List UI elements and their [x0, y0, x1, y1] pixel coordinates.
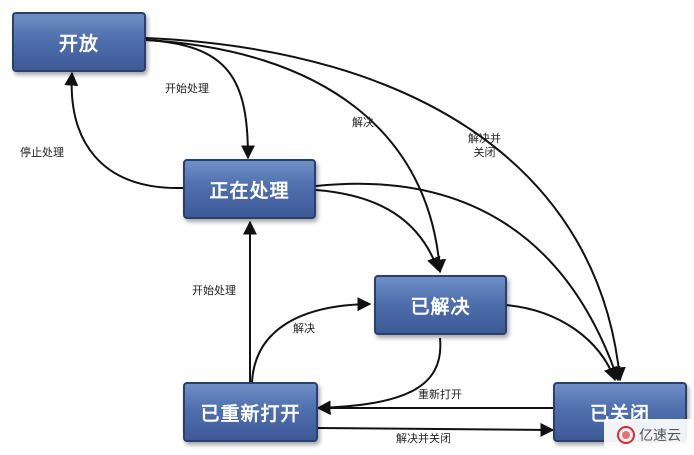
state-resolved: 已解决 — [374, 275, 507, 335]
edge-open-to-resolved — [145, 39, 447, 274]
edge-in-progress-to-closed — [315, 182, 621, 382]
edge-in-progress-to-open — [64, 71, 184, 190]
label-stop-progress: 停止处理 — [20, 146, 64, 159]
watermark-logo-icon — [617, 426, 635, 444]
label-reopen: 重新打开 — [418, 388, 462, 401]
watermark: 亿速云 — [604, 419, 694, 451]
label-resolve-top: 解决 — [352, 116, 374, 129]
label-resolve-and-close: 解决并关闭 — [396, 432, 451, 445]
state-open: 开放 — [12, 12, 146, 72]
edge-resolved-to-reopened — [316, 337, 442, 415]
label-start-progress-reopened: 开始处理 — [192, 284, 236, 297]
label-resolve-close: 解决并 关闭 — [468, 132, 501, 160]
edge-resolved-to-closed — [505, 304, 618, 382]
label-resolve-close-line2: 关闭 — [473, 146, 496, 159]
edge-reopened-to-resolved — [251, 297, 372, 383]
label-resolve-reopened: 解决 — [293, 322, 315, 335]
watermark-text: 亿速云 — [639, 428, 681, 444]
state-in-progress: 正在处理 — [183, 159, 316, 219]
edge-open-to-closed — [145, 37, 626, 382]
edge-reopened-to-closed — [317, 422, 555, 437]
edge-open-to-in-progress — [145, 39, 255, 160]
label-resolve-close-line1: 解决并 — [468, 132, 501, 145]
edge-in-progress-to-resolved — [315, 189, 441, 272]
label-start-progress-top: 开始处理 — [165, 82, 209, 95]
state-reopened: 已重新打开 — [183, 382, 318, 442]
